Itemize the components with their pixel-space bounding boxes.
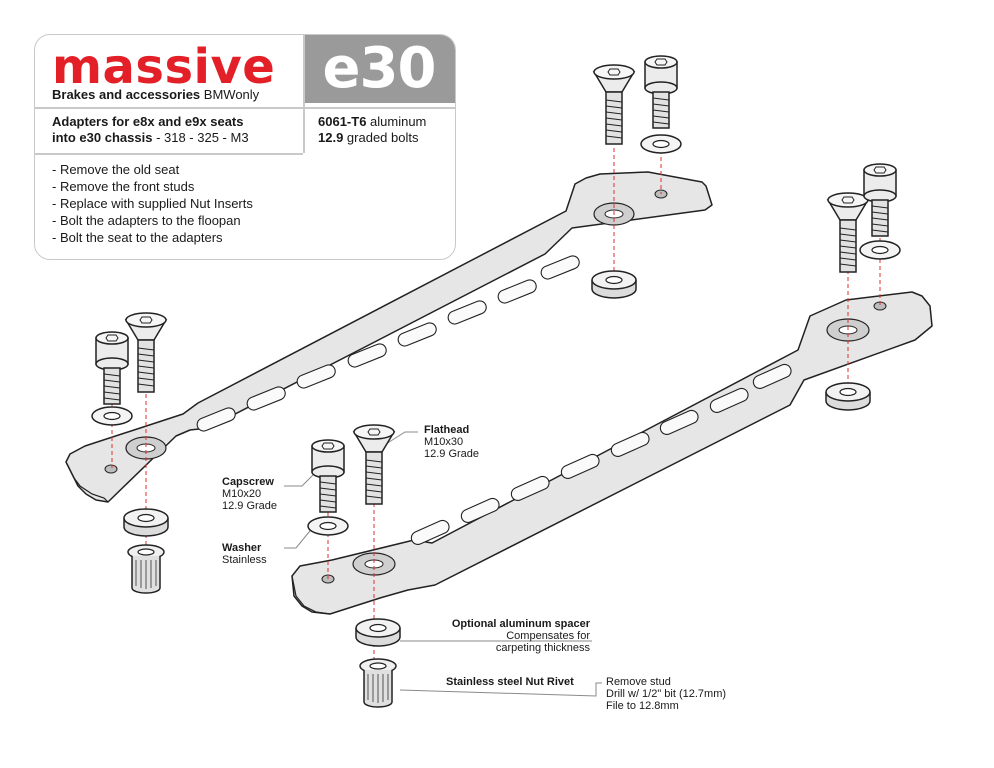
flathead-label: Flathead M10x30 12.9 Grade — [424, 424, 480, 460]
spacer-part — [825, 382, 871, 411]
list-item: - Bolt the adapters to the floopan — [52, 213, 241, 228]
washer-part — [859, 240, 901, 260]
info-card: massive Brakes and accessories BMWonly e… — [34, 34, 456, 260]
divider — [35, 107, 455, 109]
list-item: - Bolt the seat to the adapters — [52, 230, 223, 245]
nut-rivet-label: Stainless steel Nut Rivet — [446, 676, 574, 688]
spacer-label: Optional aluminum spacer Compensates for… — [451, 618, 590, 654]
washer-part — [640, 134, 682, 154]
material-spec: 6061-T6 aluminum 12.9 graded bolts — [318, 114, 427, 145]
capscrew-bolt — [95, 331, 129, 405]
nut-rivet — [359, 658, 397, 708]
divider — [303, 35, 305, 153]
washer-part — [91, 406, 133, 426]
spacer-part — [123, 508, 169, 537]
divider — [35, 153, 303, 155]
list-item: - Remove the old seat — [52, 162, 180, 177]
nut-rivet — [127, 544, 165, 594]
capscrew-label: Capscrew M10x20 12.9 Grade — [222, 476, 278, 512]
flathead-bolt — [125, 312, 167, 393]
adapter-bar — [65, 171, 713, 503]
flathead-bolt — [827, 192, 869, 273]
install-steps: - Remove the old seat - Remove the front… — [52, 161, 253, 246]
capscrew-bolt — [863, 163, 897, 237]
brand-logo: massive — [52, 39, 276, 95]
capscrew-bolt — [311, 439, 345, 513]
adapter-bar — [291, 291, 933, 615]
spacer-part — [355, 618, 401, 647]
brand-tagline: Brakes and accessories BMWonly — [52, 87, 260, 102]
flathead-bolt — [353, 424, 395, 505]
flathead-bolt — [593, 64, 635, 145]
nut-rivet-note: Remove stud Drill w/ 1/2" bit (12.7mm) F… — [606, 676, 727, 712]
washer-label: Washer Stainless — [222, 542, 267, 566]
washer-part — [307, 516, 349, 536]
spacer-part — [591, 270, 637, 299]
model-badge: e30 — [303, 35, 455, 103]
adapter-description: Adapters for e8x and e9x seats into e30 … — [52, 114, 249, 145]
leader-lines — [284, 431, 602, 697]
list-item: - Replace with supplied Nut Inserts — [52, 196, 253, 211]
capscrew-bolt — [644, 55, 678, 129]
list-item: - Remove the front studs — [52, 179, 195, 194]
